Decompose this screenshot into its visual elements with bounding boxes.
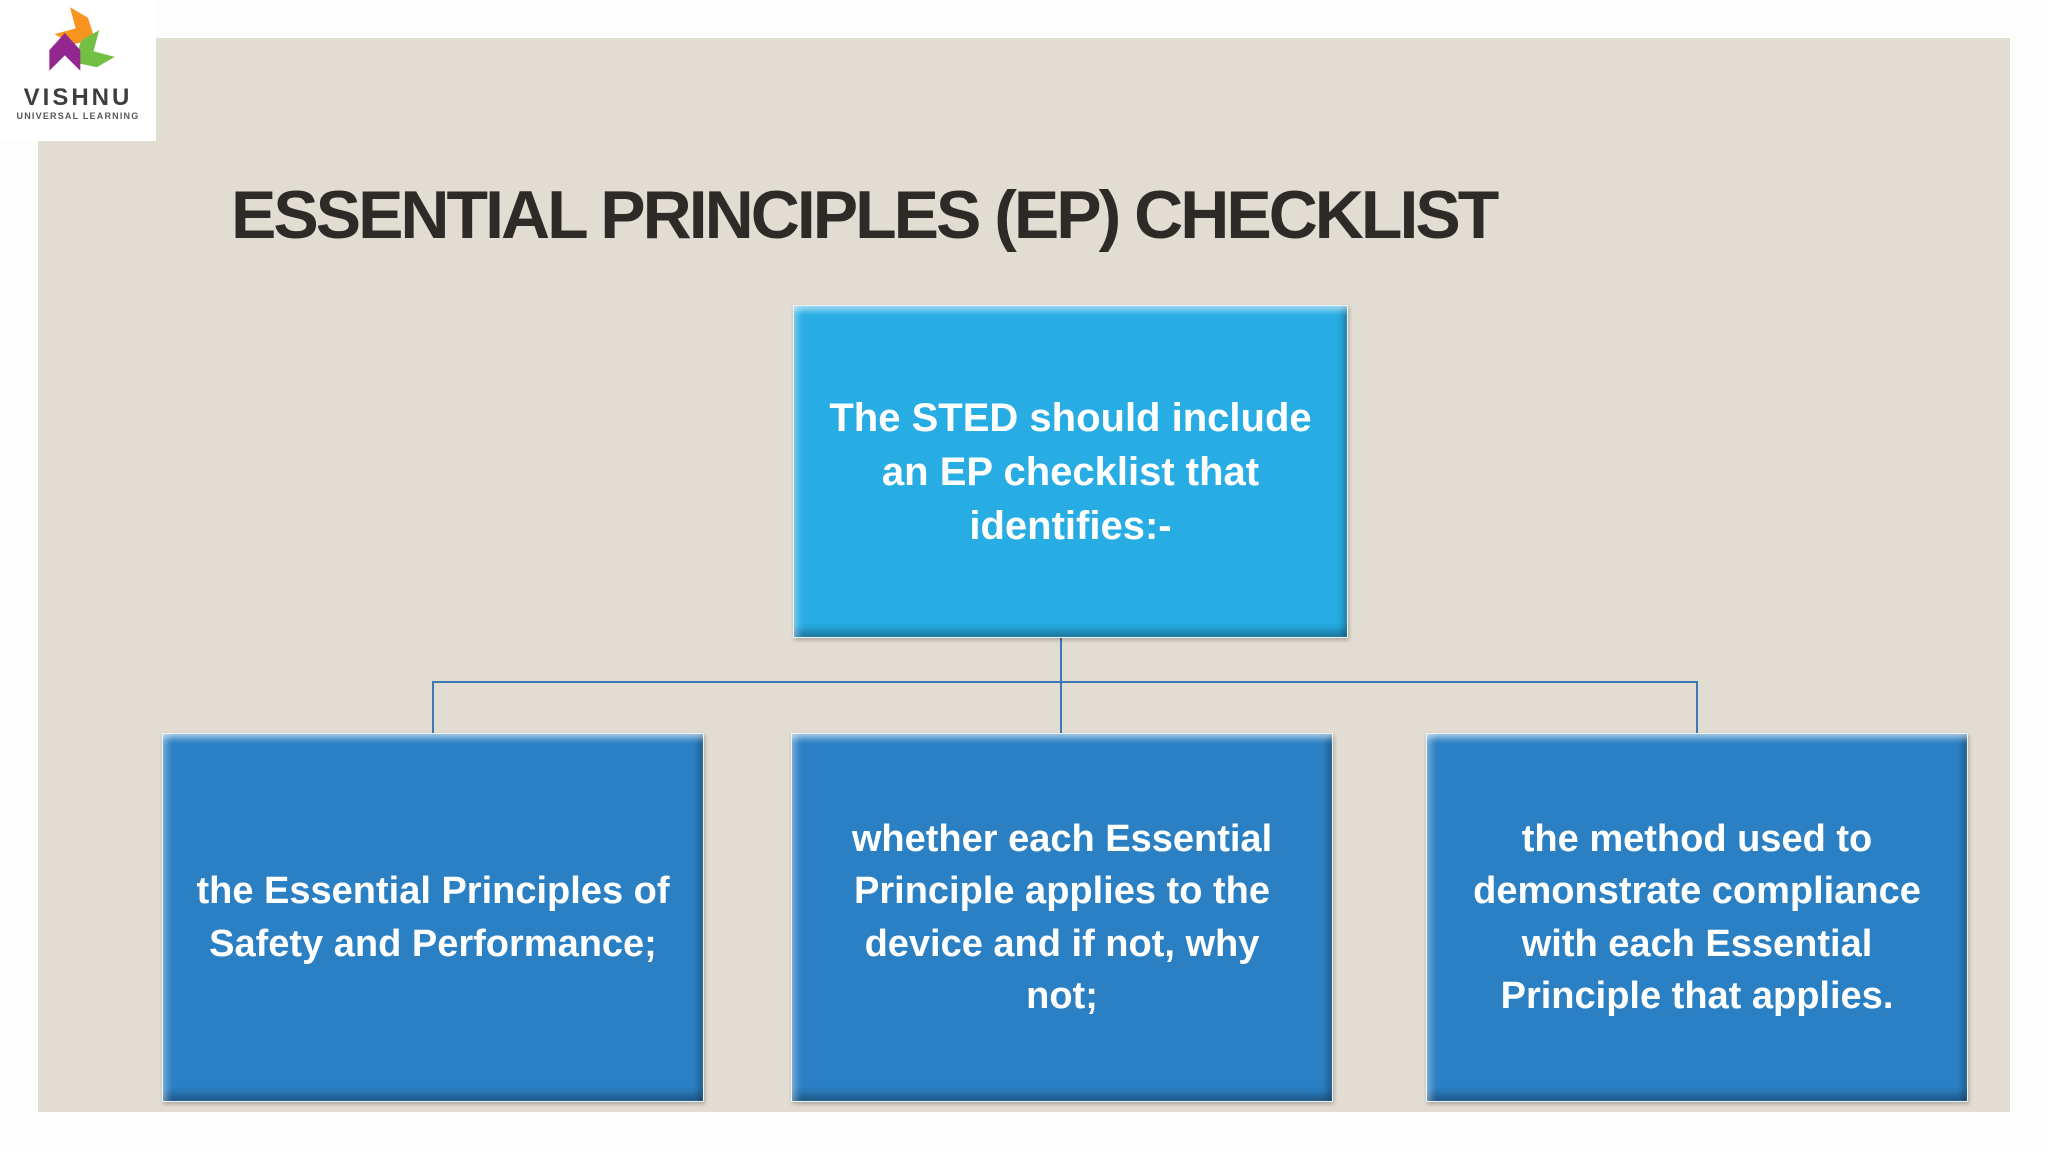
slide-title: ESSENTIAL PRINCIPLES (EP) CHECKLIST (231, 177, 1499, 253)
diagram-child-node-2: whether each Essential Principle applies… (791, 733, 1333, 1102)
connector-drop-middle (1060, 681, 1062, 733)
diagram-child-node-1: the Essential Principles of Safety and P… (162, 733, 704, 1102)
diagram-child-node-3: the method used to demonstrate complianc… (1426, 733, 1968, 1102)
logo-badge: VISHNU UNIVERSAL LEARNING (0, 0, 156, 141)
connector-drop-right (1696, 681, 1698, 733)
connector-drop-left (432, 681, 434, 733)
diagram-root-node: The STED should include an EP checklist … (793, 305, 1348, 638)
logo-tagline: UNIVERSAL LEARNING (16, 111, 140, 121)
connector-root-drop (1060, 636, 1062, 682)
logo-wordmark: VISHNU (23, 84, 133, 111)
slide-canvas: ESSENTIAL PRINCIPLES (EP) CHECKLIST The … (38, 38, 2010, 1112)
vishnu-triskelion-icon (49, 7, 115, 71)
connector-crossbar (432, 681, 1698, 683)
